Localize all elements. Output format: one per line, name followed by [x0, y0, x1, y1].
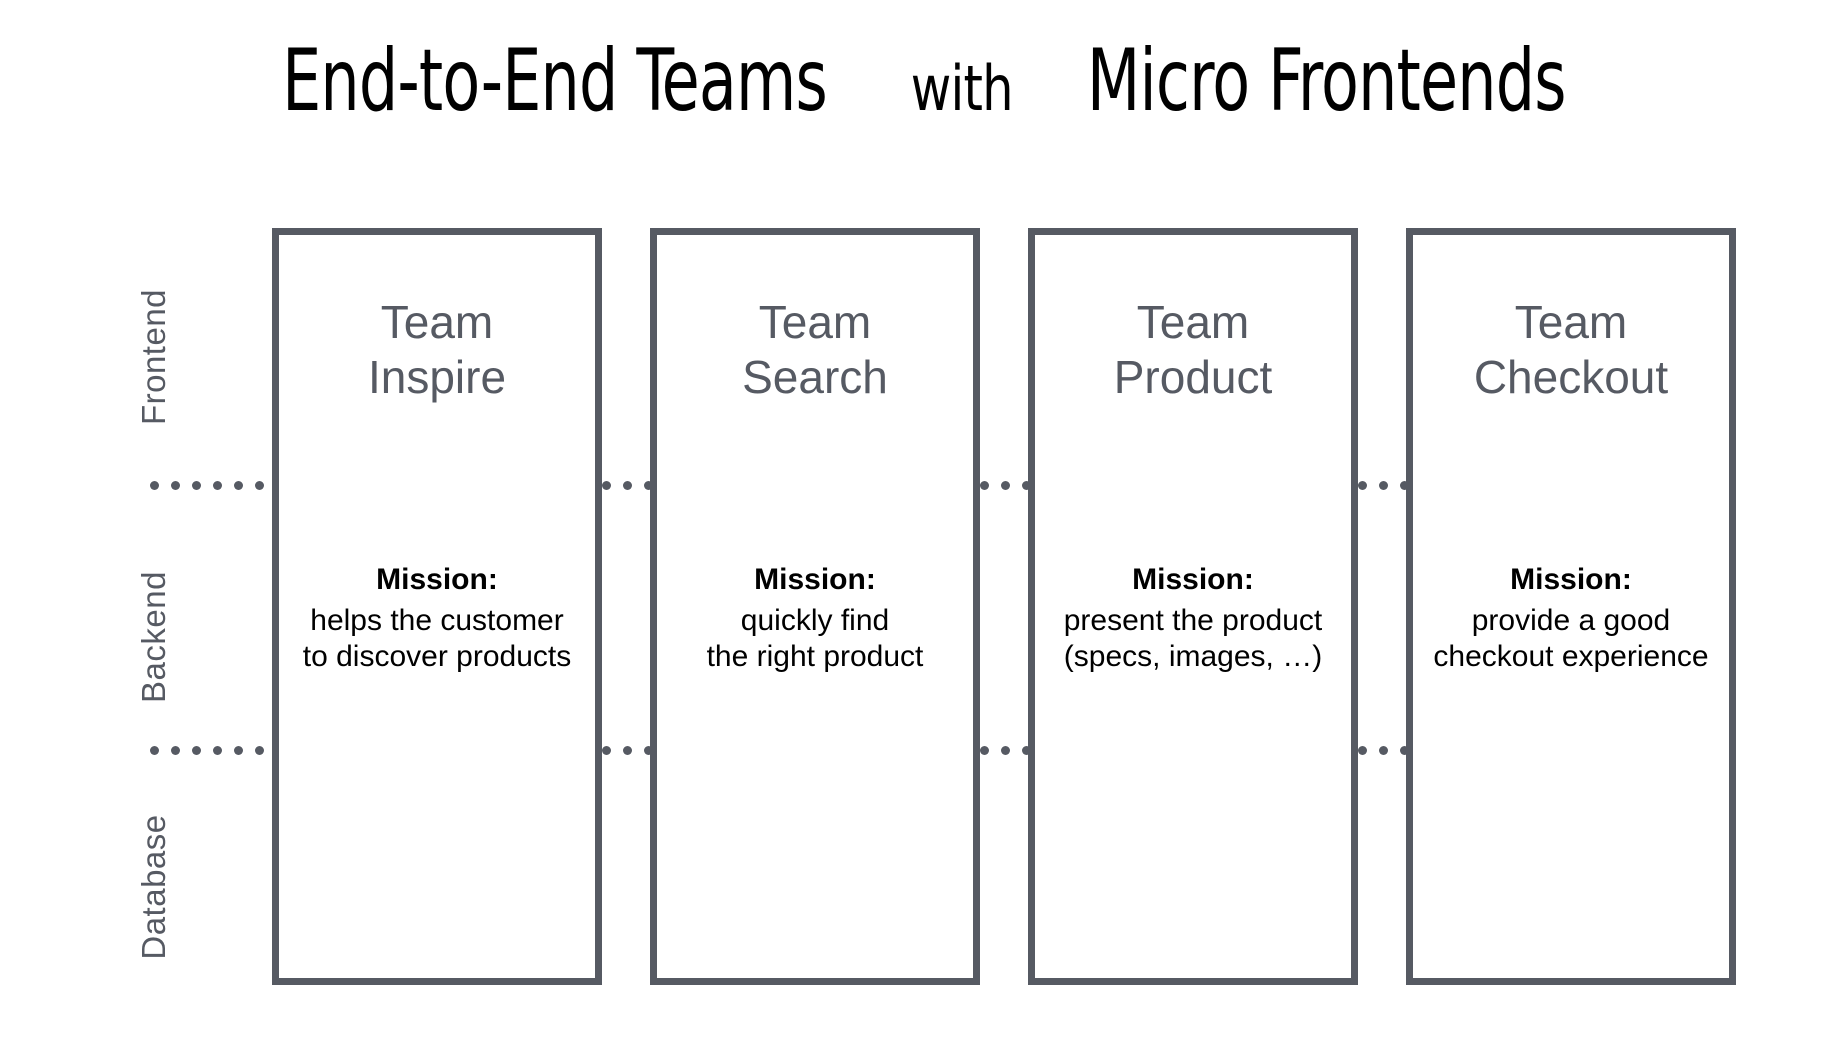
mission-label: Mission: [376, 563, 498, 596]
mission-line-1: provide a good [1471, 604, 1671, 638]
team-name-line-1: Team [380, 296, 494, 348]
team-mission: Mission: helps the customer to discover … [269, 562, 605, 674]
team-name: Team Search [657, 295, 973, 405]
mission-label: Mission: [754, 563, 876, 596]
mission-line-2: checkout experience [1433, 639, 1709, 673]
mission-line-1: present the product [1063, 604, 1323, 638]
team-mission: Mission: provide a good checkout experie… [1403, 562, 1739, 674]
divider-dot [255, 481, 264, 490]
mission-line-1: helps the customer [310, 604, 564, 638]
team-name-line-2: Checkout [1473, 351, 1669, 404]
divider-dot [980, 481, 989, 490]
divider-dot [1001, 481, 1010, 490]
divider-dot [1022, 746, 1031, 755]
divider-dot [623, 746, 632, 755]
divider-dot [234, 481, 243, 490]
mission-label: Mission: [1132, 563, 1254, 596]
team-name-line-1: Team [1136, 296, 1250, 348]
divider-dot [644, 746, 653, 755]
divider-dot [602, 746, 611, 755]
team-mission: Mission: quickly find the right product [647, 562, 983, 674]
team-name-line-2: Product [1113, 351, 1273, 404]
divider-dot [1358, 481, 1367, 490]
divider-dot [171, 746, 180, 755]
team-name: Team Inspire [279, 295, 595, 405]
divider-dot [1022, 481, 1031, 490]
divider-dot [1358, 746, 1367, 755]
axis-label-frontend: Frontend [135, 288, 172, 426]
mission-line-2: to discover products [302, 639, 572, 673]
team-name-line-1: Team [1514, 296, 1628, 348]
team-box-product[interactable]: Team Product Mission: present the produc… [1028, 228, 1358, 985]
title-connector: with [910, 52, 1013, 125]
divider-dot [150, 481, 159, 490]
team-box-search[interactable]: Team Search Mission: quickly find the ri… [650, 228, 980, 985]
divider-dot [150, 746, 159, 755]
divider-dot [644, 481, 653, 490]
divider-dot [1400, 481, 1409, 490]
axis-label-backend: Backend [135, 571, 172, 703]
mission-label: Mission: [1510, 563, 1632, 596]
team-box-checkout[interactable]: Team Checkout Mission: provide a good ch… [1406, 228, 1736, 985]
divider-dot [623, 481, 632, 490]
divider-dot [1379, 746, 1388, 755]
axis-label-database: Database [135, 814, 172, 960]
team-name-line-2: Search [742, 351, 888, 404]
mission-line-2: the right product [706, 639, 924, 673]
divider-dot [192, 746, 201, 755]
team-mission: Mission: present the product (specs, ima… [1025, 562, 1361, 674]
divider-dot [255, 746, 264, 755]
divider-dot [192, 481, 201, 490]
divider-dot [213, 746, 222, 755]
divider-dot [1379, 481, 1388, 490]
mission-line-1: quickly find [740, 604, 890, 638]
team-name: Team Product [1035, 295, 1351, 405]
divider-dot [213, 481, 222, 490]
divider-dot [980, 746, 989, 755]
title-part-2: Micro Frontends [1086, 31, 1567, 131]
team-name: Team Checkout [1413, 295, 1729, 405]
divider-dot [171, 481, 180, 490]
team-box-inspire[interactable]: Team Inspire Mission: helps the customer… [272, 228, 602, 985]
divider-dot [1001, 746, 1010, 755]
title-part-1: End-to-End Teams [282, 31, 828, 131]
team-name-line-1: Team [758, 296, 872, 348]
divider-dot [602, 481, 611, 490]
divider-dot [1400, 746, 1409, 755]
mission-line-2: (specs, images, …) [1063, 639, 1323, 673]
divider-dot [234, 746, 243, 755]
team-name-line-2: Inspire [367, 351, 507, 404]
